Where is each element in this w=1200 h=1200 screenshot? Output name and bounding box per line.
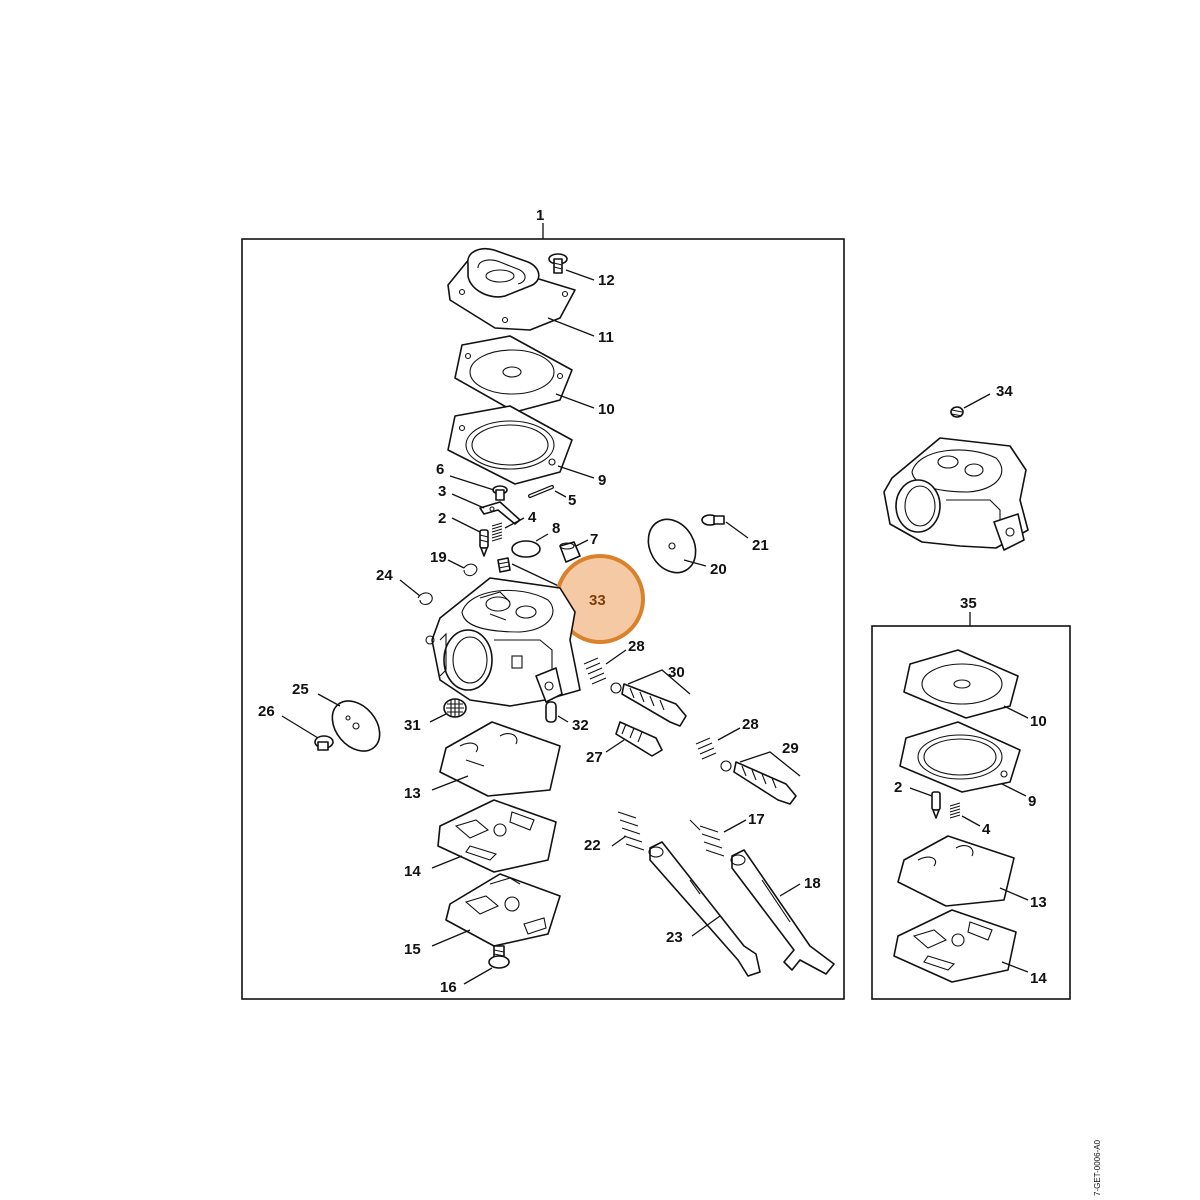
- kit-label-14[interactable]: 14: [1030, 970, 1047, 987]
- kit-part-10-diaphragm: [903, 649, 1019, 719]
- part-29-screw: [720, 760, 797, 805]
- label-32[interactable]: 32: [572, 717, 589, 734]
- label-6[interactable]: 6: [436, 461, 444, 478]
- kit-part-13-gasket: [897, 835, 1015, 907]
- part-9-gasket: [447, 405, 573, 485]
- label-19[interactable]: 19: [430, 549, 447, 566]
- label-9[interactable]: 9: [598, 472, 606, 489]
- label-5[interactable]: 5: [568, 492, 576, 509]
- kit-part-2-needle: [931, 791, 941, 819]
- part-18-shaft: [730, 849, 835, 975]
- label-15[interactable]: 15: [404, 941, 421, 958]
- part-7-sleeve: [559, 541, 581, 563]
- label-21[interactable]: 21: [752, 537, 769, 554]
- label-30[interactable]: 30: [668, 664, 685, 681]
- part-30-screw: [610, 682, 687, 727]
- part-14-plate: [437, 799, 557, 873]
- label-29[interactable]: 29: [782, 740, 799, 757]
- label-35[interactable]: 35: [960, 595, 977, 612]
- part-24-clip: [417, 592, 433, 606]
- part-26-screw: [314, 735, 334, 751]
- part-23-shaft: [648, 841, 761, 977]
- label-18[interactable]: 18: [804, 875, 821, 892]
- label-27[interactable]: 27: [586, 749, 603, 766]
- label-10[interactable]: 10: [598, 401, 615, 418]
- part-21-screw: [701, 514, 725, 526]
- part-2-needle: [479, 529, 489, 557]
- document-id: 7-GET-0006-A0: [1093, 1139, 1102, 1196]
- label-34[interactable]: 34: [996, 383, 1013, 400]
- part-16-screw: [488, 945, 510, 969]
- part-34-body-view: [883, 406, 1029, 551]
- kit-label-13[interactable]: 13: [1030, 894, 1047, 911]
- part-8-plug: [511, 540, 541, 558]
- part-10-diaphragm: [454, 335, 573, 413]
- label-13[interactable]: 13: [404, 785, 421, 802]
- kit-part-14-plate: [893, 909, 1017, 983]
- label-1[interactable]: 1: [536, 207, 544, 224]
- label-4[interactable]: 4: [528, 509, 537, 526]
- kit-label-10[interactable]: 10: [1030, 713, 1047, 730]
- part-12-screw: [548, 253, 568, 274]
- label-8[interactable]: 8: [552, 520, 560, 537]
- kit-part-9-gasket: [899, 721, 1021, 793]
- part-4-spring: [491, 522, 503, 542]
- kit-frame: [871, 625, 1071, 1000]
- part-27-needle: [615, 721, 663, 757]
- label-2[interactable]: 2: [438, 510, 446, 527]
- label-11[interactable]: 11: [598, 329, 614, 346]
- part-3-lever: [479, 501, 521, 525]
- part-31-screen: [443, 698, 467, 718]
- part-28-spring-upper: [583, 657, 607, 685]
- part-22-spring: [617, 811, 645, 851]
- part-15-cover: [445, 873, 561, 947]
- label-23[interactable]: 23: [666, 929, 683, 946]
- part-17-spring: [689, 819, 725, 857]
- label-22[interactable]: 22: [584, 837, 601, 854]
- label-16[interactable]: 16: [440, 979, 457, 996]
- label-28-lower[interactable]: 28: [742, 716, 759, 733]
- part-19-clip: [463, 563, 478, 577]
- label-33[interactable]: 33: [589, 592, 606, 609]
- part-6-screw: [492, 485, 508, 501]
- kit-label-4[interactable]: 4: [982, 821, 991, 838]
- kit-part-4-spring: [949, 802, 961, 819]
- label-12[interactable]: 12: [598, 272, 615, 289]
- label-25[interactable]: 25: [292, 681, 309, 698]
- part-13-gasket: [439, 721, 561, 797]
- label-28-upper[interactable]: 28: [628, 638, 645, 655]
- kit-label-2[interactable]: 2: [894, 779, 902, 796]
- label-7[interactable]: 7: [590, 531, 598, 548]
- part-20-disc: [647, 518, 697, 574]
- part-11-cover: [447, 248, 576, 331]
- label-24[interactable]: 24: [376, 567, 393, 584]
- label-17[interactable]: 17: [748, 811, 765, 828]
- label-20[interactable]: 20: [710, 561, 727, 578]
- label-14[interactable]: 14: [404, 863, 421, 880]
- kit-label-9[interactable]: 9: [1028, 793, 1036, 810]
- part-28-spring-lower: [695, 737, 717, 760]
- label-31[interactable]: 31: [404, 717, 421, 734]
- part-32-sleeve: [545, 701, 557, 723]
- label-26[interactable]: 26: [258, 703, 275, 720]
- part-carburetor-body: [425, 577, 581, 707]
- label-3[interactable]: 3: [438, 483, 446, 500]
- part-33-spring: [497, 557, 511, 573]
